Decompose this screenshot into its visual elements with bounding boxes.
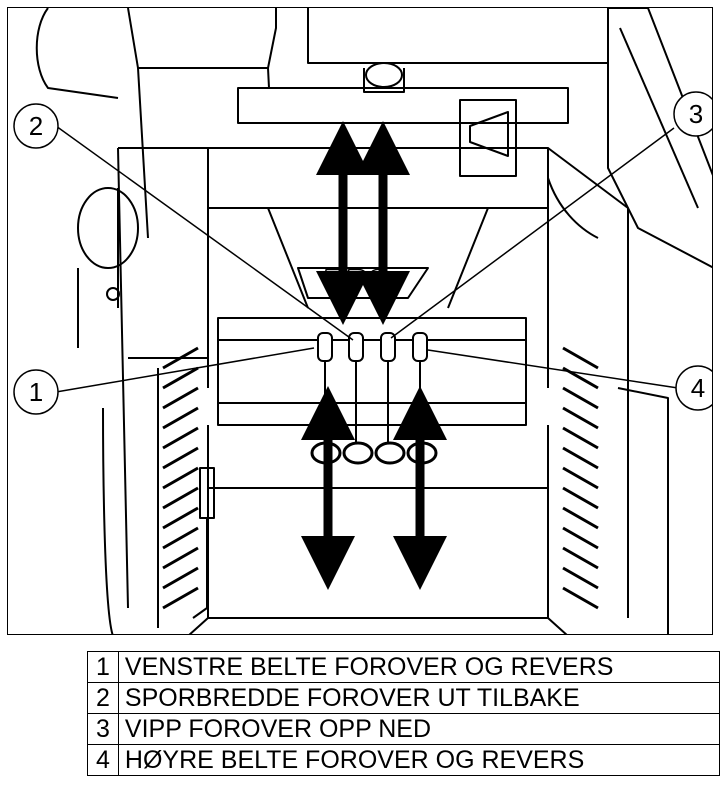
legend-row: 3 VIPP FOROVER OPP NED: [87, 713, 720, 745]
legend-description: SPORBREDDE FOROVER UT TILBAKE: [117, 682, 720, 714]
legend-number: 1: [87, 651, 119, 683]
legend-description: VIPP FOROVER OPP NED: [117, 713, 720, 745]
legend-row: 4 HØYRE BELTE FOROVER OG REVERS: [87, 744, 720, 776]
callout-1: 1: [13, 369, 59, 415]
legend-number: 4: [87, 744, 119, 776]
legend-description: VENSTRE BELTE FOROVER OG REVERS: [117, 651, 720, 683]
callout-3: 3: [673, 91, 712, 137]
machine-control-illustration: TPS 2 3 1 4: [7, 7, 713, 635]
callout-4: 4: [675, 365, 712, 411]
svg-text:3: 3: [689, 99, 703, 129]
legend-number: 3: [87, 713, 119, 745]
control-levers-drawing: TPS 2 3 1 4: [13, 8, 712, 634]
legend-row: 2 SPORBREDDE FOROVER UT TILBAKE: [87, 682, 720, 714]
legend-number: 2: [87, 682, 119, 714]
legend-row: 1 VENSTRE BELTE FOROVER OG REVERS: [87, 651, 720, 683]
svg-text:2: 2: [29, 111, 43, 141]
callout-2: 2: [13, 103, 59, 149]
legend-table: 1 VENSTRE BELTE FOROVER OG REVERS 2 SPOR…: [87, 651, 720, 776]
legend-description: HØYRE BELTE FOROVER OG REVERS: [117, 744, 720, 776]
svg-text:4: 4: [691, 373, 705, 403]
svg-text:1: 1: [29, 377, 43, 407]
